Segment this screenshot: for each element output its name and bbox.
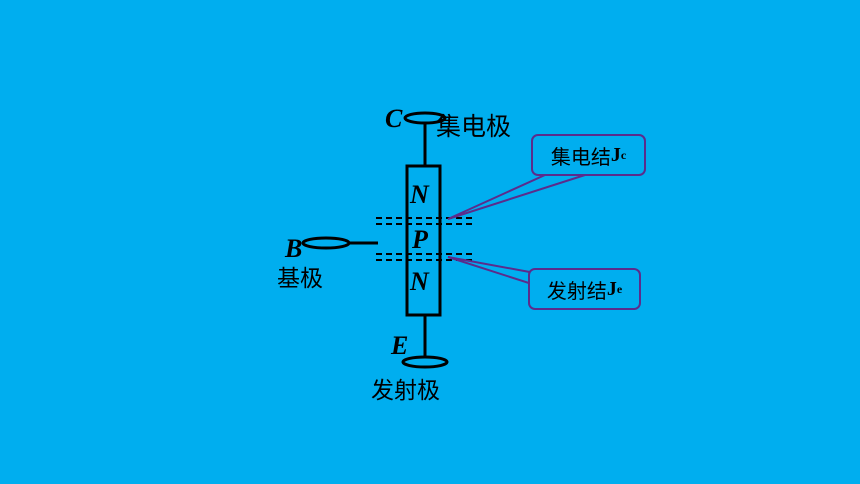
region-n-bottom: N: [410, 267, 429, 296]
base-letter: B: [285, 234, 303, 263]
collector-junction-pointer: [447, 174, 586, 220]
emitter-junction-subscript: e: [616, 281, 623, 296]
emitter-junction-symbol: J: [606, 277, 617, 300]
emitter-junction-pointer: [447, 256, 536, 287]
base-terminal-ring: [301, 236, 351, 250]
collector-junction-lines: [376, 217, 472, 225]
region-n-top: N: [410, 180, 429, 209]
emitter-label: 发射极: [371, 378, 440, 404]
collector-junction-symbol: J: [610, 143, 621, 166]
emitter-letter: E: [391, 331, 409, 360]
collector-junction-subscript: c: [620, 147, 627, 162]
collector-junction-text: 集电结: [550, 144, 611, 169]
base-label: 基极: [277, 266, 323, 292]
collector-label: 集电极: [436, 112, 512, 141]
emitter-junction-text: 发射结: [546, 278, 607, 303]
region-p: P: [412, 225, 428, 254]
collector-letter: C: [385, 104, 403, 133]
emitter-terminal-ring: [401, 355, 449, 369]
